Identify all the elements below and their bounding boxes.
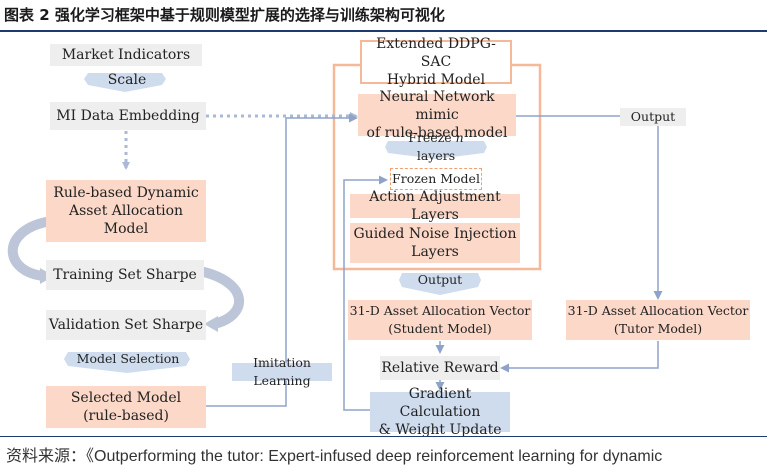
gradient-line-1: Gradient Calculation bbox=[399, 386, 481, 420]
student-vector-box: 31-D Asset Allocation Vector (Student Mo… bbox=[348, 300, 532, 340]
hybrid-title-line-2: Hybrid Model bbox=[386, 72, 486, 88]
tutor-vector-box: 31-D Asset Allocation Vector (Tutor Mode… bbox=[566, 300, 750, 340]
imitation-arrow bbox=[206, 113, 358, 407]
market-indicators-label: Market Indicators bbox=[61, 47, 191, 63]
relative-reward-label: Relative Reward bbox=[381, 360, 499, 376]
validation-sharpe-label: Validation Set Sharpe bbox=[48, 317, 204, 333]
tutor-line-2: (Tutor Model) bbox=[613, 321, 703, 336]
action-adjustment-label: Action Adjustment Layers bbox=[369, 189, 501, 223]
scale-label: Scale bbox=[107, 72, 147, 88]
gradient-update-box: Gradient Calculation & Weight Update bbox=[370, 386, 510, 438]
noise-line-2: Layers bbox=[411, 244, 459, 260]
output-mid-label-box: Output bbox=[402, 272, 478, 288]
hybrid-title-line-1: Extended DDPG-SAC bbox=[376, 36, 496, 70]
student-line-2: (Student Model) bbox=[388, 321, 492, 336]
model-selection-label-box: Model Selection bbox=[70, 351, 186, 367]
tutor-line-1: 31-D Asset Allocation Vector bbox=[567, 303, 749, 318]
freeze-suffix: layers bbox=[416, 148, 456, 163]
imitation-learning-label-box: Imitation Learning bbox=[232, 355, 332, 388]
scale-label-box: Scale bbox=[88, 71, 166, 89]
frozen-model-label: Frozen Model bbox=[392, 171, 480, 186]
scale-chevron bbox=[84, 73, 166, 92]
curve-rule-to-train bbox=[7, 217, 51, 281]
freeze-n: n bbox=[455, 130, 464, 145]
nn-line-2: of rule-based model bbox=[366, 125, 508, 141]
training-sharpe-box: Training Set Sharpe bbox=[46, 260, 204, 290]
noise-injection-box: Guided Noise Injection Layers bbox=[350, 223, 520, 263]
noise-line-1: Guided Noise Injection bbox=[353, 226, 517, 242]
rule-model-line-2: Asset Allocation Model bbox=[68, 203, 184, 237]
tutor-to-reward-arrow bbox=[500, 341, 659, 373]
source-note: 资料来源：《Outperforming the tutor: Expert-in… bbox=[6, 448, 663, 465]
validation-sharpe-box: Validation Set Sharpe bbox=[46, 310, 206, 340]
source-divider bbox=[0, 436, 767, 437]
gradient-feedback-arrow bbox=[343, 175, 388, 411]
mi-embedding-label: MI Data Embedding bbox=[56, 108, 200, 124]
output-right-label: Output bbox=[630, 109, 676, 124]
title-divider bbox=[0, 30, 767, 32]
relative-reward-box: Relative Reward bbox=[380, 356, 500, 380]
output-mid-label: Output bbox=[417, 272, 463, 287]
hybrid-model-title-box: Extended DDPG-SAC Hybrid Model bbox=[360, 36, 512, 88]
action-adjustment-box: Action Adjustment Layers bbox=[350, 189, 520, 223]
output-right-box: Output bbox=[620, 108, 686, 126]
freeze-label-box: Freeze n layers bbox=[388, 130, 484, 163]
nn-output-arrow bbox=[516, 115, 663, 300]
selected-model-line-1: Selected Model bbox=[70, 390, 182, 406]
nn-line-1: Neural Network mimic bbox=[379, 89, 495, 123]
rule-model-line-1: Rule-based Dynamic bbox=[53, 185, 199, 201]
curve-train-to-valid-head bbox=[204, 316, 218, 332]
training-sharpe-label: Training Set Sharpe bbox=[53, 267, 197, 283]
model-selection-chevron bbox=[64, 352, 190, 373]
rule-based-model-box: Rule-based Dynamic Asset Allocation Mode… bbox=[46, 180, 206, 242]
freeze-chevron bbox=[385, 141, 487, 159]
student-line-1: 31-D Asset Allocation Vector bbox=[349, 303, 531, 318]
imitation-learning-label: Imitation Learning bbox=[253, 355, 311, 388]
model-selection-label: Model Selection bbox=[76, 351, 180, 366]
mi-embedding-box: MI Data Embedding bbox=[50, 102, 206, 130]
curve-train-to-valid bbox=[199, 267, 245, 329]
market-indicators-box: Market Indicators bbox=[50, 44, 202, 66]
output-chevron bbox=[399, 273, 481, 295]
neural-network-box: Neural Network mimic of rule-based model bbox=[358, 89, 516, 141]
gradient-line-2: & Weight Update bbox=[378, 422, 502, 438]
selected-model-box: Selected Model (rule-based) bbox=[46, 386, 206, 428]
selected-model-line-2: (rule-based) bbox=[83, 408, 169, 424]
figure-title: 图表 2 强化学习框架中基于规则模型扩展的选择与训练架构可视化 bbox=[4, 6, 445, 24]
freeze-label: Freeze n layers bbox=[388, 129, 484, 165]
frozen-model-box: Frozen Model bbox=[390, 168, 482, 190]
freeze-prefix: Freeze bbox=[408, 130, 456, 145]
